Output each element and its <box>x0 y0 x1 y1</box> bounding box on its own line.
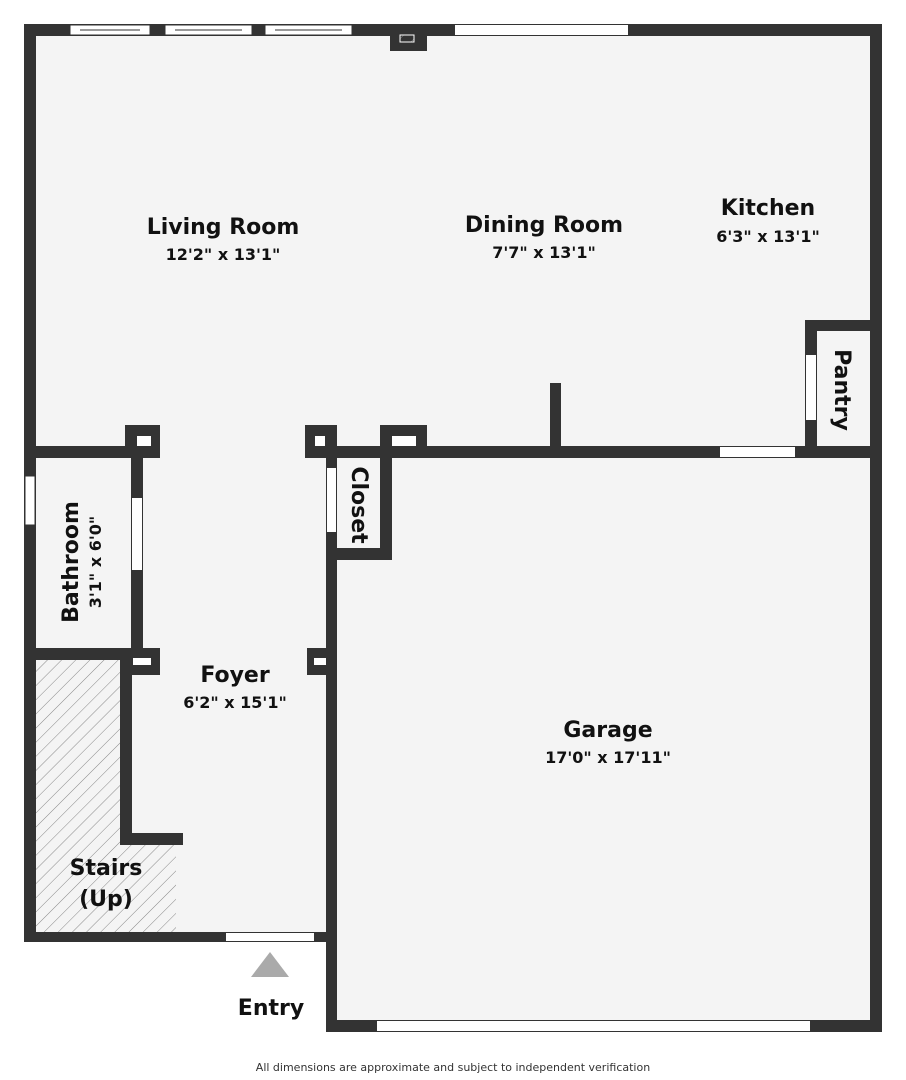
disclaimer-footer: All dimensions are approximate and subje… <box>255 1061 651 1074</box>
stairs-direction: (Up) <box>79 887 133 912</box>
closet-label: Closet <box>346 466 371 544</box>
windows-doors <box>24 24 816 1031</box>
foyer-dims: 6'2" x 15'1" <box>183 693 287 712</box>
stairs-hatch <box>36 660 176 932</box>
dining-room-label: Dining Room <box>465 213 623 238</box>
living-room-dims: 12'2" x 13'1" <box>166 245 281 264</box>
entry-label: Entry <box>238 996 304 1021</box>
garage-dims: 17'0" x 17'11" <box>545 748 671 767</box>
living-room-label: Living Room <box>147 215 300 240</box>
bathroom-dims: 3'1" x 6'0" <box>86 516 105 608</box>
pantry-label: Pantry <box>829 349 854 431</box>
stairs-label: Stairs <box>70 856 143 881</box>
foyer-label: Foyer <box>200 663 270 688</box>
kitchen-label: Kitchen <box>721 196 815 221</box>
kitchen-dims: 6'3" x 13'1" <box>716 227 820 246</box>
dining-room-dims: 7'7" x 13'1" <box>492 243 596 262</box>
garage-label: Garage <box>563 718 652 743</box>
walls <box>24 24 882 1032</box>
entry-arrow-icon <box>251 952 289 977</box>
floor-area <box>36 36 870 1022</box>
bathroom-label: Bathroom <box>59 501 84 623</box>
